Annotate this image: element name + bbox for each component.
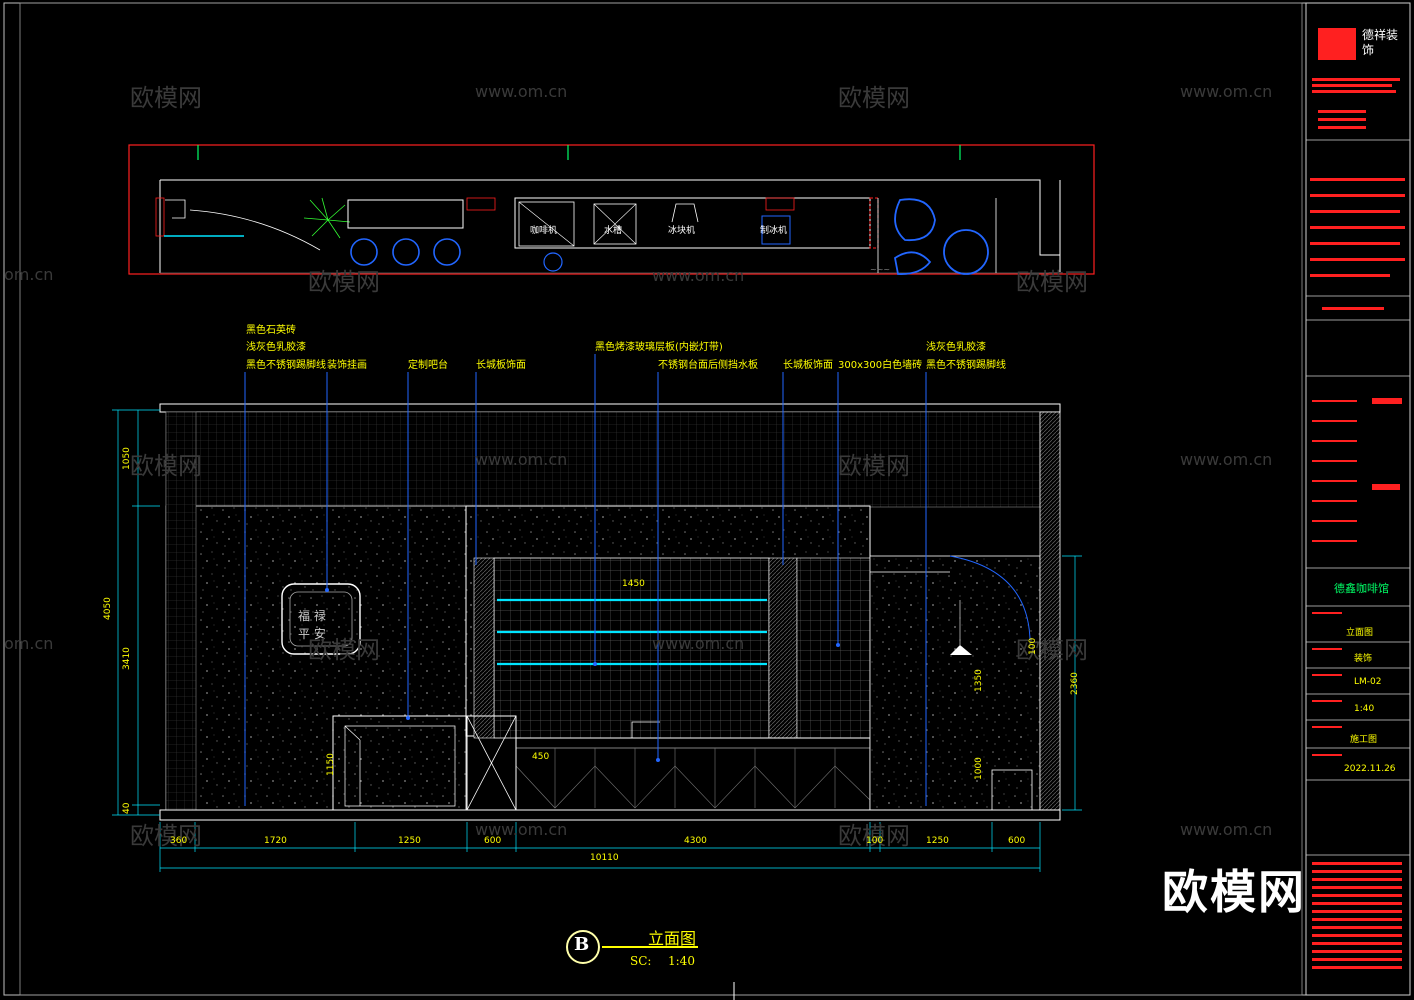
dim-text: 4050 xyxy=(103,597,113,620)
decorative-painting: 福 禄 平 安 xyxy=(281,583,361,655)
sheet-scale: 1:40 xyxy=(1354,704,1375,714)
bar-stool-icons xyxy=(350,238,461,266)
callout-label: 浅灰色乳胶漆 xyxy=(246,342,306,353)
floor-plan[interactable]: ~~~ xyxy=(128,144,1095,275)
drawing-title-name: 立面图 xyxy=(648,929,697,948)
watermark-cn: 欧模网 xyxy=(838,822,910,850)
drawing-title-underline xyxy=(602,946,698,948)
callout-label: 长城板饰面 xyxy=(476,360,526,371)
company-logo xyxy=(1318,28,1356,60)
dim-text: 1250 xyxy=(926,836,949,846)
watermark-cn: 欧模网 xyxy=(838,84,910,112)
drawing-title-letter: B xyxy=(574,934,590,955)
watermark-url: www.om.cn xyxy=(475,820,568,839)
callout-label: 不锈钢台面后侧挡水板 xyxy=(658,360,758,371)
dim-text: 360 xyxy=(170,836,188,846)
elevation-view[interactable]: 福 禄 平 安 xyxy=(112,354,1082,872)
watermark-cn: 欧模网 xyxy=(838,452,910,480)
dim-text: 1000 xyxy=(974,757,984,780)
dim-text: 4300 xyxy=(684,836,707,846)
dim-total: 10110 xyxy=(590,853,619,863)
company-name: 德祥装饰 xyxy=(1362,28,1399,57)
watermark-cn: 欧模网 xyxy=(308,636,380,664)
sheet-number: LM-02 xyxy=(1354,677,1382,687)
dim-text: 40 xyxy=(122,802,132,814)
plan-label-ice: 冰块机 xyxy=(668,226,696,236)
callout-label: 装饰挂画 xyxy=(327,360,367,371)
callout-label: 300x300白色墙砖 xyxy=(838,360,923,371)
callout-label: 黑色不锈钢踢脚线 xyxy=(246,360,326,371)
brand-watermark: 欧模网 xyxy=(1162,865,1306,919)
watermark-url: www.om.cn xyxy=(1180,450,1273,469)
watermark-url: www.om.cn xyxy=(1180,820,1273,839)
watermark-url: www.om.cn xyxy=(1180,82,1273,101)
dim-text: 1350 xyxy=(974,669,984,692)
callout-label: 黑色不锈钢踢脚线 xyxy=(926,360,1006,371)
watermark-url: www.om.cn xyxy=(652,266,745,285)
callout-label: 浅灰色乳胶漆 xyxy=(926,342,986,353)
watermark-cn: 欧模网 xyxy=(130,84,202,112)
plan-label-extra: 制冰机 xyxy=(760,226,788,236)
dim-text: 1050 xyxy=(122,447,132,470)
watermark-url: www.om.cn xyxy=(652,634,745,653)
watermark-cn: 欧模网 xyxy=(130,452,202,480)
lounge-chair-icons xyxy=(894,198,989,275)
drawing-scale: 1:40 xyxy=(668,954,695,968)
dim-text: 600 xyxy=(484,836,502,846)
dim-text: 450 xyxy=(532,752,550,762)
svg-text:平 安: 平 安 xyxy=(298,626,326,641)
title-block[interactable] xyxy=(1305,2,1411,996)
dim-text: 3410 xyxy=(122,647,132,670)
callout-label: 定制吧台 xyxy=(408,360,448,371)
dim-text: 100 xyxy=(1028,637,1038,655)
watermark-url: www.om.cn xyxy=(475,82,568,101)
callout-label: 黑色烤漆玻璃层板(内嵌灯带) xyxy=(595,342,723,353)
svg-text:福 禄: 福 禄 xyxy=(298,608,326,623)
dim-text: 1450 xyxy=(622,579,645,589)
sheet-stage: 施工图 xyxy=(1350,735,1378,745)
dim-text: 1720 xyxy=(264,836,287,846)
drawing-scale-label: SC: xyxy=(630,954,652,968)
watermark-url: www.om.cn xyxy=(475,450,568,469)
callout-label: 长城板饰面 xyxy=(783,360,833,371)
glass-shelves xyxy=(497,598,767,666)
drawing-title-bubble xyxy=(566,930,600,964)
watermark-cn: 欧模网 xyxy=(1016,268,1088,296)
watermark-cn: 欧模网 xyxy=(130,822,202,850)
watermark-url: om.cn xyxy=(4,265,54,284)
plan-label-sink: 水槽 xyxy=(604,226,623,236)
dim-text: 1150 xyxy=(326,753,336,776)
sheet-date: 2022.11.26 xyxy=(1344,764,1396,774)
watermark-cn: 欧模网 xyxy=(1016,636,1088,664)
dim-text: 2360 xyxy=(1070,672,1080,695)
dim-text: 600 xyxy=(1008,836,1026,846)
plan-label-coffee: 咖啡机 xyxy=(530,226,558,236)
svg-text:~~~: ~~~ xyxy=(870,265,890,274)
callout-label: 黑色石英砖 xyxy=(246,325,296,336)
watermark-url: om.cn xyxy=(4,634,54,653)
sheet-discipline: 装饰 xyxy=(1354,654,1373,664)
plant-icon xyxy=(303,197,351,239)
dim-text: 1250 xyxy=(398,836,421,846)
dim-text: 100 xyxy=(866,836,884,846)
project-name: 德鑫咖啡馆 xyxy=(1334,582,1389,595)
watermark-cn: 欧模网 xyxy=(308,268,380,296)
sheet-name: 立面图 xyxy=(1346,628,1374,638)
